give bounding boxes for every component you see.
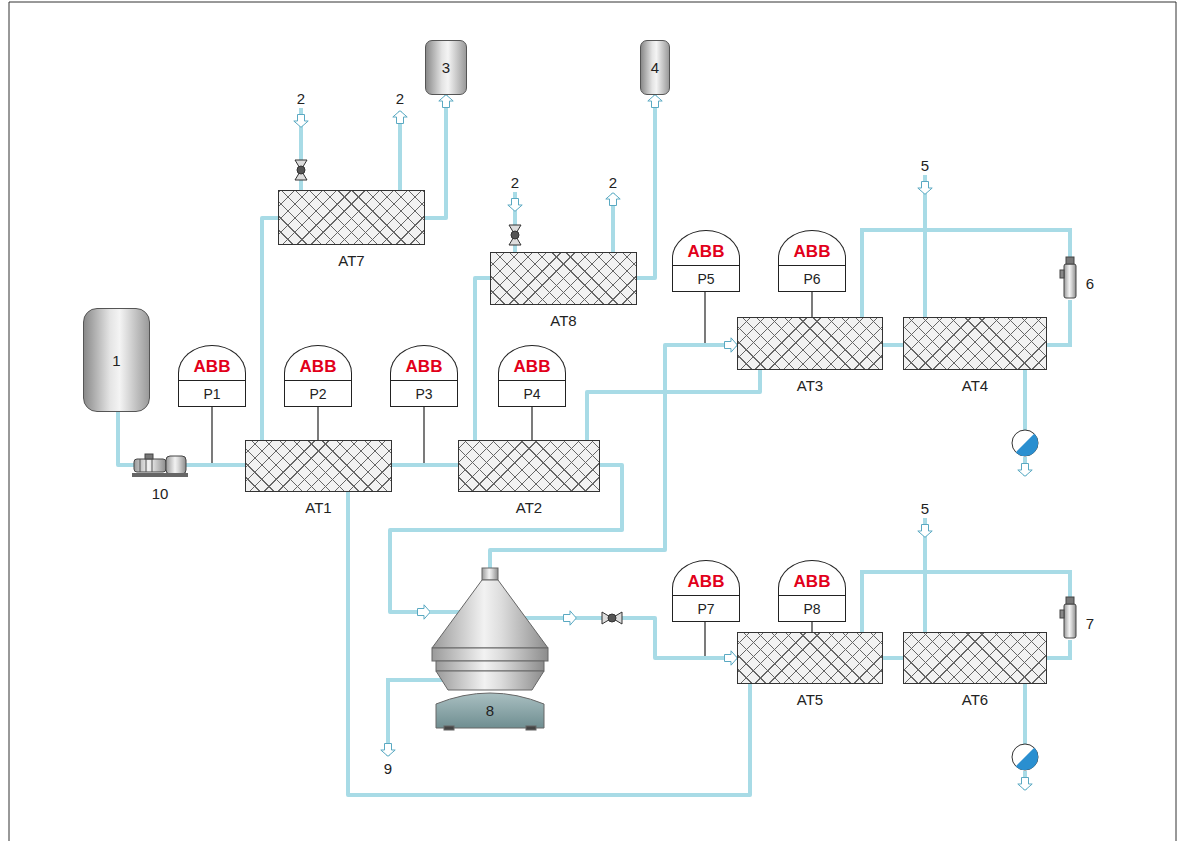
process-pipe — [475, 278, 490, 440]
signal-line — [531, 407, 532, 440]
callout-number: 5 — [921, 157, 929, 174]
analyzer-symbol — [1060, 257, 1076, 638]
frame — [9, 2, 1176, 841]
pressure-transmitter: ABB P8 — [778, 560, 846, 622]
tag-plate: P6 — [778, 265, 846, 292]
process-pipe — [587, 370, 760, 440]
callout-number: 3 — [442, 59, 450, 76]
heat-exchanger: AT5 — [737, 632, 883, 684]
callout-number: 1 — [112, 352, 120, 369]
pressure-transmitter: ABB P3 — [390, 345, 458, 407]
equipment-tag: AT2 — [516, 499, 542, 516]
pressure-transmitter: ABB P2 — [284, 345, 352, 407]
equipment-tag: AT7 — [338, 252, 364, 269]
pressure-transmitter: ABB P1 — [178, 345, 246, 407]
tag-label: P6 — [803, 271, 820, 287]
tag-label: P7 — [697, 601, 714, 617]
callout-number: 4 — [651, 59, 659, 76]
brand-logo: ABB — [688, 242, 725, 262]
tank: 4 — [640, 40, 670, 95]
tag-label: P8 — [803, 601, 820, 617]
logo-dome: ABB — [778, 230, 846, 265]
brand-logo: ABB — [794, 242, 831, 262]
heat-exchanger: AT4 — [903, 317, 1047, 370]
tag-label: P3 — [415, 386, 432, 402]
tag-plate: P3 — [390, 380, 458, 407]
signal-line — [317, 407, 318, 440]
brand-logo: ABB — [794, 572, 831, 592]
logo-dome: ABB — [178, 345, 246, 380]
process-pipe — [262, 218, 278, 440]
flow-meter-symbol — [1012, 430, 1038, 770]
tag-label: P2 — [309, 386, 326, 402]
logo-dome: ABB — [672, 560, 740, 595]
heat-exchanger: AT1 — [245, 440, 392, 492]
tag-label: P4 — [523, 386, 540, 402]
brand-logo: ABB — [514, 357, 551, 377]
tank: 1 — [83, 308, 150, 412]
callout-number: 2 — [609, 174, 617, 191]
callout-number: 8 — [486, 702, 494, 719]
callout-number: 7 — [1086, 615, 1094, 632]
tag-plate: P5 — [672, 265, 740, 292]
equipment-tag: AT3 — [797, 377, 823, 394]
brand-logo: ABB — [194, 357, 231, 377]
signal-lines — [212, 292, 705, 656]
process-pipe — [348, 492, 750, 795]
callout-number: 2 — [511, 174, 519, 191]
pressure-transmitter: ABB P4 — [498, 345, 566, 407]
signal-line — [811, 622, 812, 632]
brand-logo: ABB — [688, 572, 725, 592]
logo-dome: ABB — [498, 345, 566, 380]
tag-label: P5 — [697, 271, 714, 287]
pump-symbol — [132, 454, 188, 477]
pressure-transmitter: ABB P7 — [672, 560, 740, 622]
equipment-tag: AT1 — [305, 499, 331, 516]
callout-number: 2 — [396, 90, 404, 107]
tag-plate: P7 — [672, 595, 740, 622]
centrifuge-symbol — [432, 568, 548, 730]
signal-line — [811, 292, 812, 317]
heat-exchanger: AT8 — [490, 252, 637, 305]
process-pipe — [392, 463, 458, 467]
tag-plate: P2 — [284, 380, 352, 407]
pressure-transmitter: ABB P6 — [778, 230, 846, 292]
tag-plate: P1 — [178, 380, 246, 407]
heat-exchanger: AT2 — [458, 440, 600, 492]
heat-exchanger: AT6 — [903, 632, 1047, 684]
callout-number: 6 — [1086, 275, 1094, 292]
logo-dome: ABB — [672, 230, 740, 265]
pressure-transmitter: ABB P5 — [672, 230, 740, 292]
process-pipe — [883, 343, 903, 347]
callout-number: 9 — [384, 760, 392, 777]
process-pipe — [425, 95, 446, 218]
tag-label: P1 — [203, 386, 220, 402]
equipment-tag: AT4 — [962, 377, 988, 394]
centrifuge: 8 — [430, 568, 550, 730]
tag-plate: P8 — [778, 595, 846, 622]
process-pipe — [637, 95, 655, 278]
equipment-tag: AT5 — [797, 691, 823, 708]
brand-logo: ABB — [300, 357, 337, 377]
callout-number: 5 — [921, 500, 929, 517]
logo-dome: ABB — [284, 345, 352, 380]
process-pipe — [883, 656, 903, 660]
brand-logo: ABB — [406, 357, 443, 377]
process-pipe — [550, 618, 737, 658]
callout-number: 10 — [152, 485, 169, 502]
callout-number: 2 — [297, 90, 305, 107]
logo-dome: ABB — [390, 345, 458, 380]
tank: 3 — [425, 40, 467, 95]
heat-exchanger: AT3 — [737, 317, 883, 370]
equipment-tag: AT8 — [550, 312, 576, 329]
logo-dome: ABB — [778, 560, 846, 595]
tag-plate: P4 — [498, 380, 566, 407]
equipment-tag: AT6 — [962, 691, 988, 708]
heat-exchanger: AT7 — [278, 190, 425, 245]
